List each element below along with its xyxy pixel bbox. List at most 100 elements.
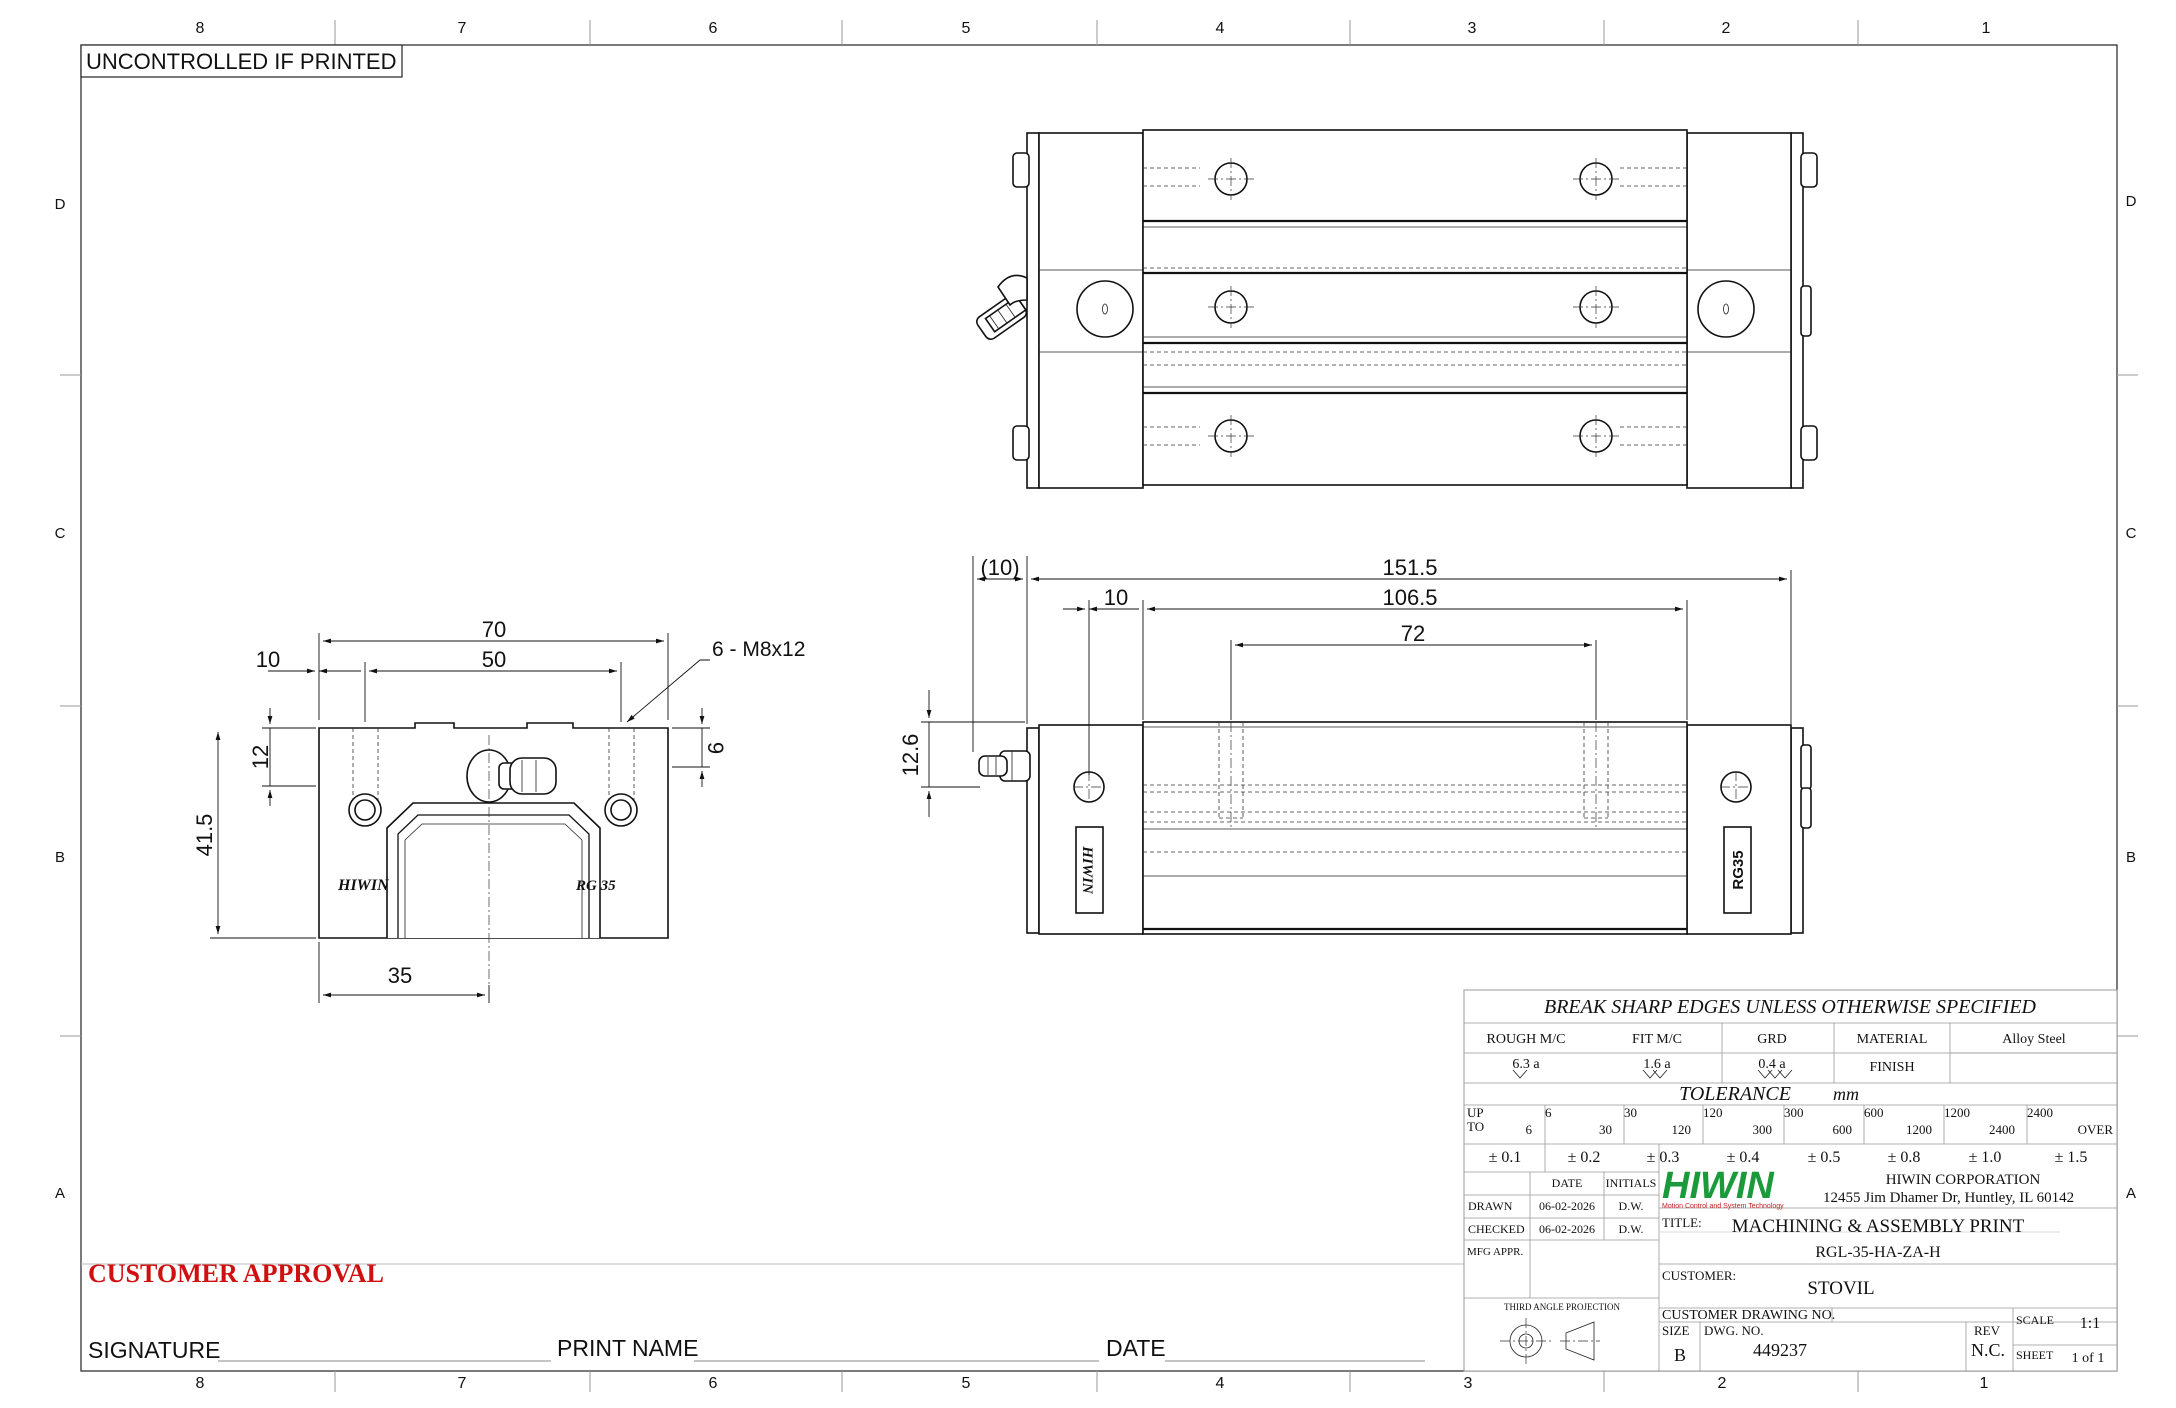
hiwin-logo: HIWIN xyxy=(1662,1165,1775,1207)
up-value: 30 xyxy=(1624,1105,1637,1120)
dim-hole-spacing-50: 50 xyxy=(482,647,506,672)
zone-row-c: C xyxy=(55,525,66,542)
zone-col-7-bottom: 7 xyxy=(458,1375,467,1392)
zone-col-5-bottom: 5 xyxy=(962,1375,971,1392)
mfg-appr-label: MFG APPR. xyxy=(1467,1246,1524,1258)
tol-value: ± 0.1 xyxy=(1489,1149,1522,1166)
dwg-no-value: 449237 xyxy=(1753,1340,1807,1360)
tolerance-unit: mm xyxy=(1833,1084,1859,1104)
scale-label: SCALE xyxy=(2016,1313,2054,1327)
checked-initials: D.W. xyxy=(1619,1222,1644,1236)
tolerance-label: TOLERANCE xyxy=(1679,1083,1791,1105)
print-name-label: PRINT NAME xyxy=(557,1335,698,1361)
title-block xyxy=(1463,989,2118,1372)
tol-value: ± 0.8 xyxy=(1888,1149,1921,1166)
part-mark-size: RG 35 xyxy=(575,878,616,894)
rev-label: REV xyxy=(1974,1323,2001,1338)
date-label: DATE xyxy=(1106,1335,1166,1361)
rev-value: N.C. xyxy=(1971,1340,2005,1360)
company-name: HIWIN CORPORATION xyxy=(1886,1172,2041,1188)
end-cap-plug xyxy=(1076,280,1134,338)
break-edges-note: BREAK SHARP EDGES UNLESS OTHERWISE SPECI… xyxy=(1544,996,2037,1018)
dim-length-106-5: 106.5 xyxy=(1382,585,1437,610)
dim-height-41-5: 41.5 xyxy=(192,814,217,857)
third-angle-projection-icon xyxy=(1500,1318,1600,1364)
to-value: OVER xyxy=(2078,1122,2114,1137)
end-cap-plug xyxy=(1697,280,1755,338)
to-value: 300 xyxy=(1753,1122,1773,1137)
up-value: 1200 xyxy=(1944,1105,1970,1120)
material-value: Alloy Steel xyxy=(2002,1032,2065,1047)
drawing-title: MACHINING & ASSEMBLY PRINT xyxy=(1732,1216,2025,1237)
title-label: TITLE: xyxy=(1662,1215,1702,1230)
zone-row-c-right: C xyxy=(2126,525,2137,542)
zone-ticks xyxy=(60,20,2138,1392)
hiwin-tagline: Motion Control and System Technology xyxy=(1662,1203,1784,1210)
dim-height-12-6: 12.6 xyxy=(898,734,923,777)
customer-value: STOVIL xyxy=(1807,1278,1874,1299)
drawing-border xyxy=(80,44,2118,1372)
sheet-label: SHEET xyxy=(2016,1348,2054,1362)
zone-col-5: 5 xyxy=(962,20,971,37)
tol-value: ± 0.2 xyxy=(1568,1149,1601,1166)
up-value: 300 xyxy=(1784,1105,1804,1120)
to-value: 120 xyxy=(1672,1122,1692,1137)
finish-label: FINISH xyxy=(1869,1060,1914,1075)
dim-offset-9: 9 xyxy=(703,742,728,754)
tol-value: ± 1.0 xyxy=(1969,1149,2002,1166)
rough-value: 6.3 a xyxy=(1512,1057,1540,1072)
tol-value: ± 1.5 xyxy=(2055,1149,2088,1166)
company-address: 12455 Jim Dhamer Dr, Huntley, IL 60142 xyxy=(1823,1190,2074,1206)
date-col-label: DATE xyxy=(1552,1176,1583,1190)
zone-row-d: D xyxy=(55,196,66,213)
size-label: SIZE xyxy=(1662,1323,1690,1338)
grd-value: 0.4 a xyxy=(1758,1057,1786,1072)
to-value: 30 xyxy=(1599,1122,1612,1137)
up-label: UP xyxy=(1467,1105,1484,1120)
dwg-no-label: DWG. NO. xyxy=(1704,1323,1764,1338)
fit-value: 1.6 a xyxy=(1643,1057,1671,1072)
zone-col-7: 7 xyxy=(458,20,467,37)
customer-dwg-label: CUSTOMER DRAWING NO. xyxy=(1662,1308,1835,1323)
up-value: 600 xyxy=(1864,1105,1884,1120)
to-value: 1200 xyxy=(1906,1122,1932,1137)
material-label: MATERIAL xyxy=(1857,1032,1928,1047)
zone-col-8: 8 xyxy=(196,20,205,37)
checked-label: CHECKED xyxy=(1468,1222,1525,1236)
zone-col-2-bottom: 2 xyxy=(1718,1375,1727,1392)
fit-label: FIT M/C xyxy=(1632,1032,1682,1047)
up-value: 2400 xyxy=(2027,1105,2053,1120)
dim-height-12: 12 xyxy=(248,745,273,769)
side-mark-brand: HIWIN xyxy=(1079,845,1095,895)
drawn-date: 06-02-2026 xyxy=(1539,1199,1595,1213)
uncontrolled-box xyxy=(80,44,403,78)
up-value: 120 xyxy=(1703,1105,1723,1120)
surface-finish-symbols xyxy=(1512,1069,1793,1079)
drawn-label: DRAWN xyxy=(1468,1199,1513,1213)
dim-spacing-72: 72 xyxy=(1401,621,1425,646)
zone-col-6: 6 xyxy=(709,20,718,37)
side-mark-size: RG35 xyxy=(1730,850,1747,889)
rough-label: ROUGH M/C xyxy=(1487,1032,1566,1047)
size-value: B xyxy=(1674,1345,1686,1365)
up-value: 6 xyxy=(1545,1105,1552,1120)
customer-label: CUSTOMER: xyxy=(1662,1268,1736,1283)
tol-value: ± 0.4 xyxy=(1727,1149,1760,1166)
part-mark-brand: HIWIN xyxy=(337,877,390,894)
checked-date: 06-02-2026 xyxy=(1539,1222,1595,1236)
side-view-block xyxy=(1142,721,1688,935)
dim-center-35: 35 xyxy=(388,963,412,988)
scale-value: 1:1 xyxy=(2080,1315,2100,1332)
to-value: 2400 xyxy=(1989,1122,2015,1137)
to-value: 6 xyxy=(1526,1122,1533,1137)
dim-length-151-5: 151.5 xyxy=(1382,555,1437,580)
side-view-dimensions xyxy=(921,556,1792,817)
zone-col-2: 2 xyxy=(1722,20,1731,37)
zone-col-6-bottom: 6 xyxy=(709,1375,718,1392)
zone-col-1: 1 xyxy=(1982,20,1991,37)
zone-row-d-right: D xyxy=(2126,193,2137,210)
initials-col-label: INITIALS xyxy=(1606,1176,1657,1190)
zone-col-3: 3 xyxy=(1468,20,1477,37)
